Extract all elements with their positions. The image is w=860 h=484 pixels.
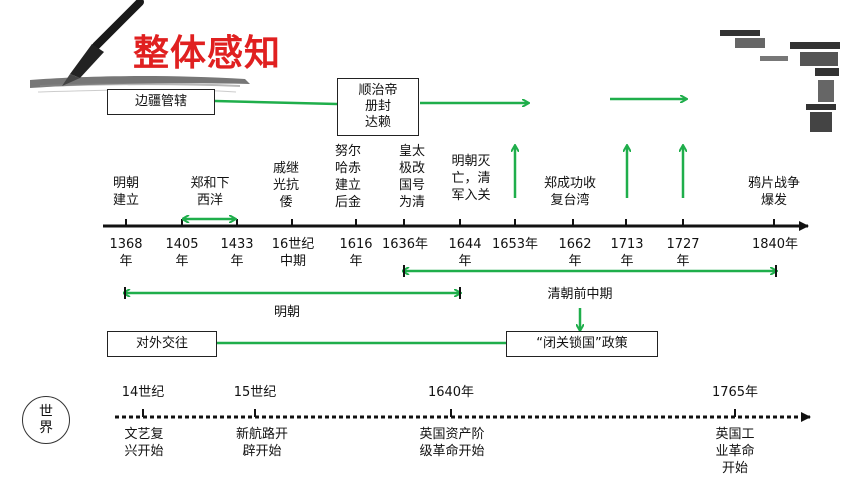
world-event-english-revolution: 英国资产阶级革命开始 [419, 427, 485, 459]
page-title: 整体感知 [133, 32, 282, 74]
world-year-1640: 1640年 [427, 385, 475, 400]
event-opium-war: 鸦片战争爆发 [747, 176, 800, 208]
world-label-circle: 世界 [22, 396, 70, 444]
world-event-renaissance: 文艺复兴开始 [124, 427, 164, 459]
year-1840: 1840年 [751, 237, 799, 252]
world-event-new-routes: 新航路开辟开始 [235, 427, 288, 459]
world-year-1765: 1765年 [711, 385, 759, 400]
shunzhi-box: 顺治帝 册封 达赖 [337, 78, 419, 136]
world-year-15c: 15世纪 [233, 385, 277, 400]
event-ming-founded: 明朝建立 [112, 176, 139, 208]
qing-period-label: 清朝前中期 [547, 287, 613, 302]
shunzhi-line: 达赖 [364, 115, 391, 130]
event-zhengchenggong: 郑成功收复台湾 [543, 176, 596, 208]
event-zhenghe: 郑和下西洋 [190, 176, 230, 208]
year-1636: 1636年 [381, 237, 429, 252]
china-timeline-ticks [125, 219, 775, 226]
event-qijiguang: 戚继光抗倭 [272, 161, 299, 210]
closed-door-policy-box: “闭关锁国”政策 [506, 331, 658, 357]
event-ming-fall: 明朝灭亡，清军入关 [451, 154, 491, 203]
foreign-relations-box: 对外交往 [107, 331, 217, 357]
ink-landscape-icon [720, 30, 840, 132]
world-year-14c: 14世纪 [121, 385, 165, 400]
shunzhi-line: 册封 [364, 99, 391, 114]
event-nurhaci: 努尔哈赤建立后金 [334, 144, 361, 210]
ming-period-label: 明朝 [273, 305, 300, 320]
world-event-industrial-revolution: 英国工业革命开始 [715, 427, 755, 476]
shunzhi-line: 顺治帝 [358, 83, 398, 98]
calligraphy-brush-icon [62, 0, 144, 86]
year-1653: 1653年 [491, 237, 539, 252]
event-huangtaiji: 皇太极改国号为清 [398, 144, 425, 210]
world-timeline-ticks [142, 409, 736, 417]
year-16th-century: 16世纪中期 [271, 237, 315, 269]
border-management-box: 边疆管辖 [107, 89, 215, 115]
border-line [214, 99, 338, 106]
